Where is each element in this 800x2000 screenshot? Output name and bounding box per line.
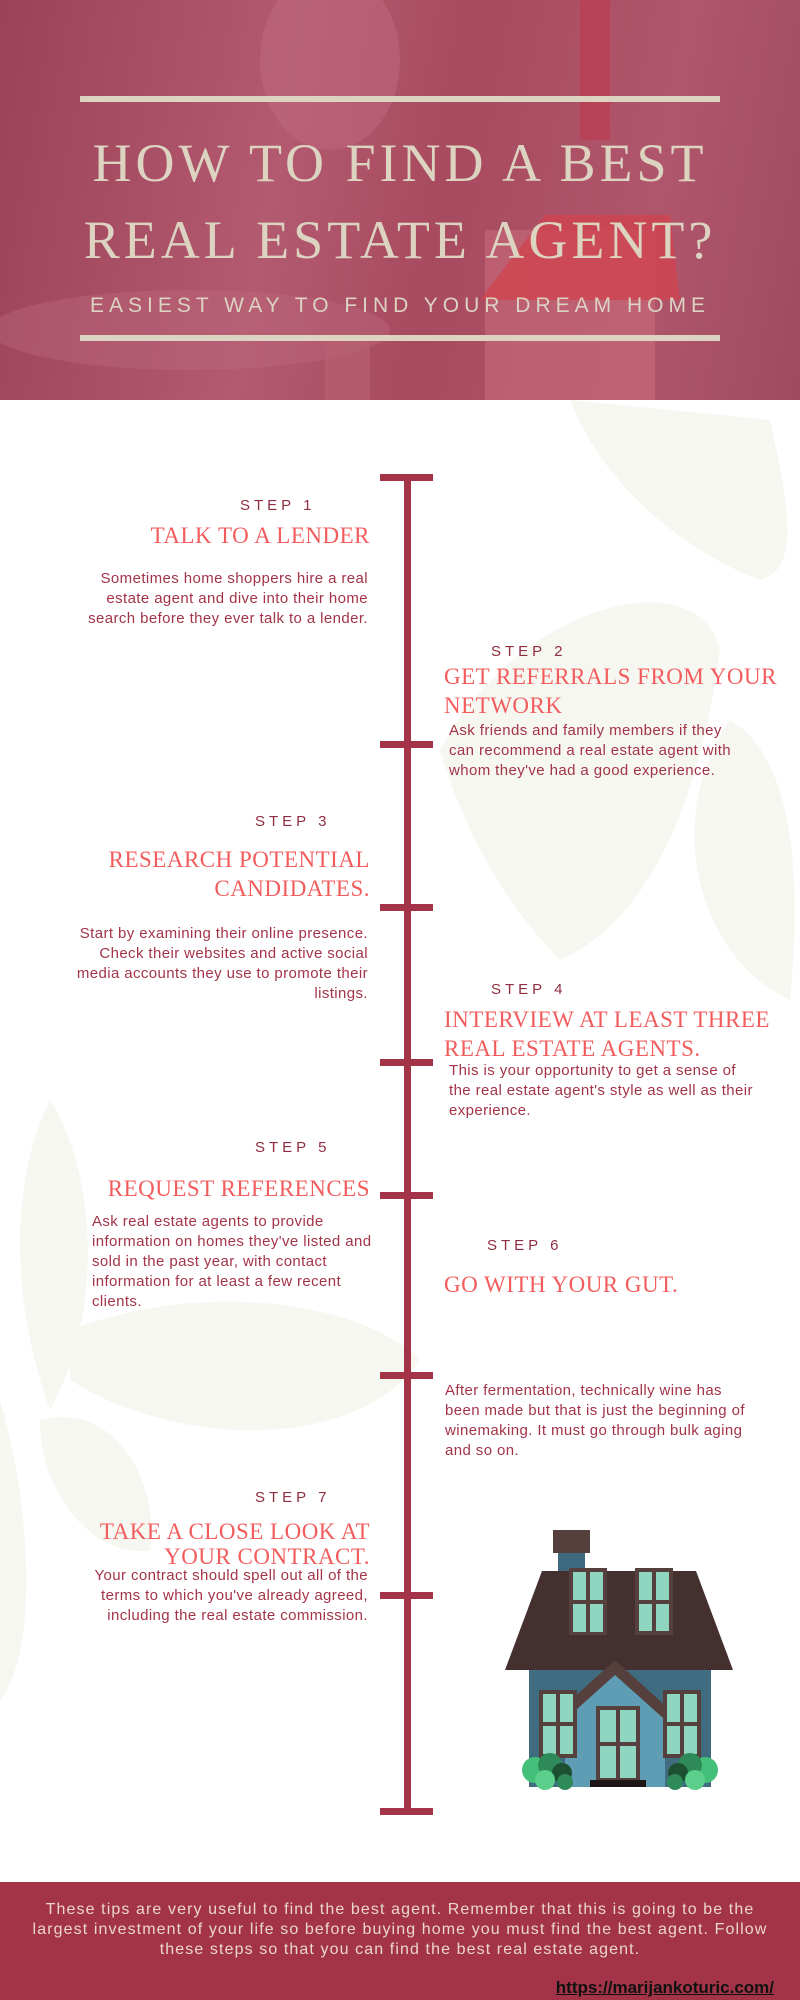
step-6-title: GO WITH YOUR GUT. xyxy=(444,1272,679,1297)
page-subtitle: EASIEST WAY TO FIND YOUR DREAM HOME xyxy=(90,294,710,317)
page-title-line2: REAL ESTATE AGENT? xyxy=(83,210,717,270)
header-background-photo xyxy=(0,0,680,400)
step-7-label: STEP 7 xyxy=(255,1489,331,1506)
step-2-label: STEP 2 xyxy=(491,643,567,660)
step-1-body: Sometimes home shoppers hire a real esta… xyxy=(88,570,368,627)
timeline-tick xyxy=(380,1059,433,1066)
step-7-body: Your contract should spell out all of th… xyxy=(94,1567,368,1624)
footer-summary-text: These tips are very useful to find the b… xyxy=(32,1901,768,1958)
house-illustration xyxy=(505,1530,733,1790)
step-2-title: GET REFERRALS FROM YOUR NETWORK xyxy=(444,664,777,718)
timeline-line xyxy=(404,474,411,1812)
timeline-tick xyxy=(380,474,433,481)
bushes xyxy=(522,1753,718,1790)
background-leaf-shapes xyxy=(0,400,795,1700)
step-4-body: This is your opportunity to get a sense … xyxy=(449,1062,753,1119)
timeline-tick xyxy=(380,1192,433,1199)
header-divider-top xyxy=(80,96,720,102)
step-2-body: Ask friends and family members if they c… xyxy=(449,722,732,779)
step-3-body: Start by examining their online presence… xyxy=(76,925,368,1002)
timeline-tick xyxy=(380,1592,433,1599)
step-7-title: TAKE A CLOSE LOOK AT YOUR CONTRACT. xyxy=(99,1519,370,1569)
header-divider-bottom xyxy=(80,335,720,341)
step-3-title: RESEARCH POTENTIAL CANDIDATES. xyxy=(108,847,370,901)
timeline-tick xyxy=(380,1808,433,1815)
step-6-body: After fermentation, technically wine has… xyxy=(445,1382,745,1459)
step-4-label: STEP 4 xyxy=(491,981,567,998)
step-1-title: TALK TO A LENDER xyxy=(150,523,370,548)
timeline-tick xyxy=(380,741,433,748)
step-6-label: STEP 6 xyxy=(487,1237,563,1254)
step-3-label: STEP 3 xyxy=(255,813,331,830)
timeline-tick xyxy=(380,904,433,911)
timeline-tick xyxy=(380,1372,433,1379)
page-title-line1: HOW TO FIND A BEST xyxy=(92,133,708,193)
step-5-label: STEP 5 xyxy=(255,1139,331,1156)
website-link[interactable]: https://marijankoturic.com/ xyxy=(555,1978,774,1997)
footer: These tips are very useful to find the b… xyxy=(0,1882,800,2000)
step-5-body: Ask real estate agents to provide inform… xyxy=(92,1213,372,1310)
step-4-title: INTERVIEW AT LEAST THREE REAL ESTATE AGE… xyxy=(444,1007,770,1061)
step-5-title: REQUEST REFERENCES xyxy=(107,1176,370,1201)
header-banner: HOW TO FIND A BEST REAL ESTATE AGENT? EA… xyxy=(0,0,800,400)
step-1-label: STEP 1 xyxy=(240,497,316,514)
